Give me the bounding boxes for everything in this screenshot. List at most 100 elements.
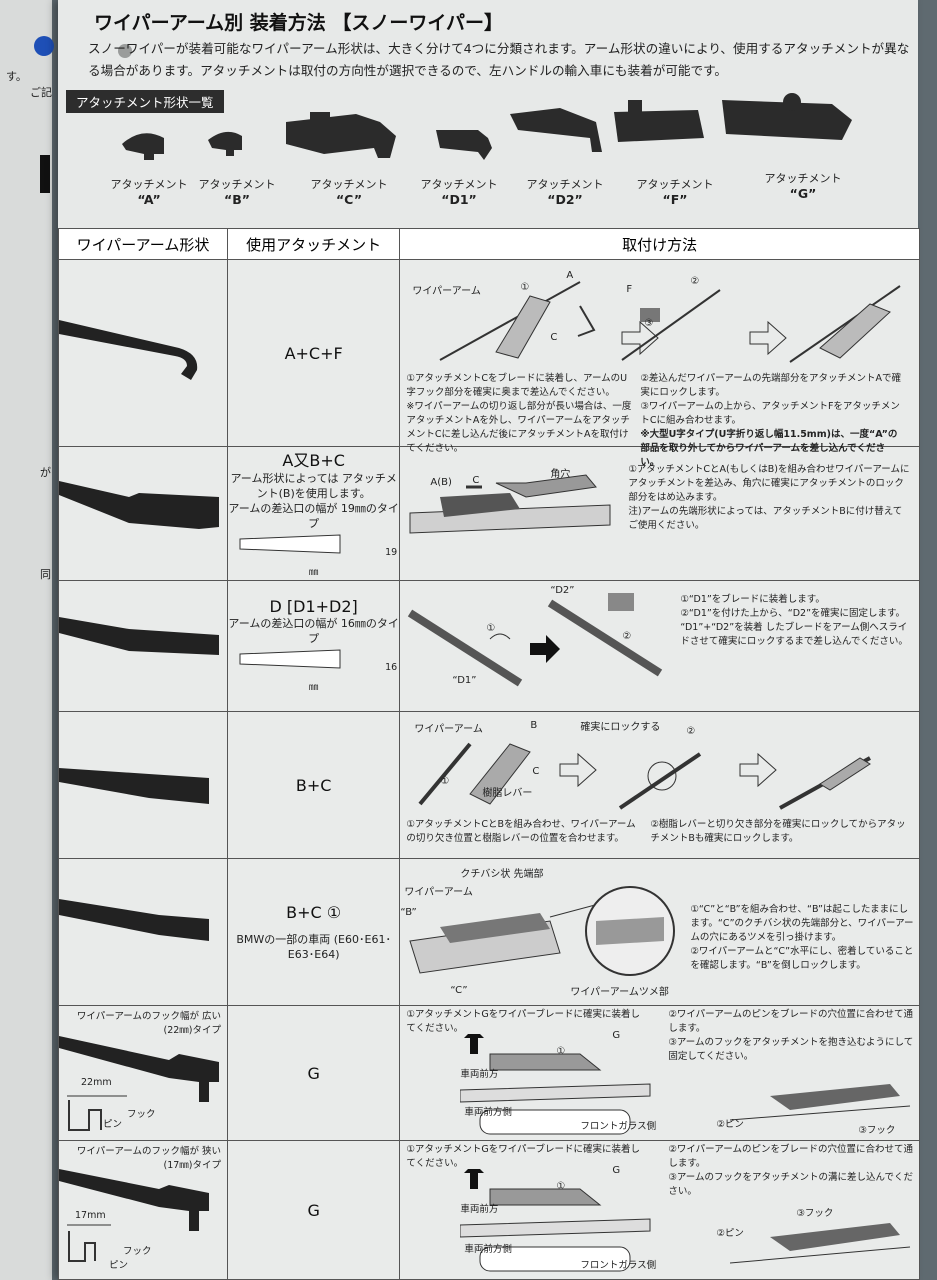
attachment-d2-icon	[510, 108, 602, 152]
attachment-c-icon	[286, 112, 396, 158]
page-mark	[40, 155, 50, 193]
width-note: アームの差込口の幅が 19㎜のタイプ	[228, 502, 399, 530]
step-notes: ①アタッチメントCとBを組み合わせ、ワイパーアームの切り欠き位置と樹脂レバーの位…	[406, 819, 636, 844]
diagram-label: 樹脂レバー	[482, 788, 533, 799]
diagram-label: ワイパーアームツメ部	[570, 987, 669, 998]
attachment-note: アーム形状によっては アタッチメント(B)を使用します。	[230, 472, 397, 500]
diagram-label: ①	[440, 776, 450, 787]
diagram-label: B	[530, 720, 538, 731]
arm-note: ワイパーアームのフック幅が 広い(22㎜)タイプ	[76, 1011, 221, 1036]
install-diagram	[408, 593, 663, 687]
width-diagram	[239, 534, 341, 554]
attachment-shapes	[122, 93, 852, 160]
install-diagram	[439, 281, 901, 363]
diagram-label: フロントガラス側	[580, 1260, 657, 1271]
attachment-combo: D [D1+D2]	[269, 597, 358, 616]
arm-shape-cell	[58, 858, 228, 1006]
diagram-label: ②	[690, 276, 700, 287]
table-row: ワイパーアームのフック幅が 広い(22㎜)タイプ 22mm ピン フック G ①…	[58, 1005, 920, 1141]
diagram-label: ③	[644, 318, 654, 329]
diagram-label: ワイパーアーム	[414, 724, 483, 735]
attachment-heading: アタッチメント形状一覧	[66, 90, 224, 113]
adjacent-page: す。 ご記 が 同	[0, 0, 52, 1280]
hook-arm-22-icon	[59, 1036, 219, 1131]
attachment-d1: アタッチメント“D1”	[420, 178, 498, 207]
diagram-label: ①	[556, 1046, 566, 1057]
diagram-label: A	[566, 270, 574, 281]
step-notes: ②差込んだワイパーアームの先端部分をアタッチメントAで確実にロックします。 ③ワ…	[640, 373, 901, 468]
diagram-label: ③フック	[796, 1208, 834, 1219]
attachment-d2: アタッチメント“D2”	[526, 178, 604, 207]
install-diagram	[730, 1084, 911, 1121]
attachment-combo: B+C ①	[286, 902, 342, 922]
install-diagram	[460, 1169, 651, 1272]
intro-text: スノーワイパーが装着可能なワイパーアーム形状は、大きく分けて4つに分類されます。…	[88, 41, 910, 78]
dimension-label: 17mm	[75, 1210, 106, 1221]
method-cell: ワイパーアーム ① A C F ② ③ ①アタッチメントCをブレードに装着し、ア…	[399, 259, 920, 468]
attachment-f-icon	[614, 100, 704, 142]
diagram-label: C	[472, 474, 480, 486]
header-attachment: 使用アタッチメント	[226, 228, 401, 260]
diagram-label: ②ピン	[716, 1119, 744, 1130]
arm-shape-cell: ワイパーアームのフック幅が 広い(22㎜)タイプ 22mm ピン フック	[58, 1005, 228, 1141]
diagram-label: ①	[556, 1181, 566, 1192]
installation-table: ワイパーアーム形状 使用アタッチメント 取付け方法 A+C+F	[58, 228, 920, 1280]
arm-shape-cell: ワイパーアームのフック幅が 狭い(17㎜)タイプ 17mm フック ピン	[58, 1140, 228, 1280]
arm-shape-cell	[58, 711, 228, 859]
diagram-label: ピン	[109, 1260, 129, 1271]
arm-shape-cell	[58, 259, 228, 447]
step-notes: ①“C”と“B”を組み合わせ、“B”は起こしたままにします。“C”のクチバシ状の…	[690, 904, 914, 971]
attachment-cell: D [D1+D2] アームの差込口の幅が 16㎜のタイプ 16㎜	[226, 580, 401, 712]
table-header: ワイパーアーム形状 使用アタッチメント 取付け方法	[58, 228, 920, 260]
table-row: B+C ① BMWの一部の車両 (E60･E61･E63･E64) クチバシ状 …	[58, 858, 920, 1006]
table-row: D [D1+D2] アームの差込口の幅が 16㎜のタイプ 16㎜ “D2” “D…	[58, 580, 920, 712]
step-notes: ①アタッチメントCをブレードに装着し、アームのU字フック部分を確実に奥まで差込ん…	[406, 373, 632, 454]
diagram-label: ②	[622, 631, 632, 642]
diagram-label: ピン	[103, 1119, 123, 1130]
bmw-arm-icon	[59, 899, 209, 941]
method-cell: “D2” “D1” ① ② ①“D1”をブレードに装着します。 ②“D1”を付け…	[399, 580, 920, 712]
attachment-b-icon	[208, 131, 242, 156]
step-notes: ①“D1”をブレードに装着します。 ②“D1”を付けた上から、“D2”を確実に固…	[680, 594, 908, 647]
attachment-cell: G	[226, 1140, 401, 1280]
table-row: A又B+C アーム形状によっては アタッチメント(B)を使用します。 アームの差…	[58, 446, 920, 581]
page-fragment: が	[40, 466, 51, 479]
step-notes: ②樹脂レバーと切り欠き部分を確実にロックしてからアタッチメントBも確実にロックし…	[650, 819, 906, 844]
diagram-label: G	[612, 1165, 621, 1176]
attachment-a: アタッチメント“A”	[110, 178, 188, 207]
diagram-label: フック	[123, 1246, 152, 1257]
table-row: B+C ワイパーアーム B C ① 樹脂レバー 確実にロックする	[58, 711, 920, 859]
dimension-label: 19㎜	[308, 547, 398, 578]
attachment-g: アタッチメント“G”	[764, 172, 842, 201]
side-lock-arm-icon	[59, 768, 209, 804]
attachment-cell: A又B+C アーム形状によっては アタッチメント(B)を使用します。 アームの差…	[226, 446, 401, 581]
attachment-combo: G	[307, 1200, 320, 1220]
header-method: 取付け方法	[399, 228, 920, 260]
attachment-g-icon	[722, 93, 852, 140]
diagram-label: ①	[486, 623, 496, 634]
arm-note: ワイパーアームのフック幅が 狭い(17㎜)タイプ	[76, 1146, 221, 1171]
diagram-label: “C”	[450, 985, 468, 996]
method-cell: ①アタッチメントGをワイパーブレードに確実に装着してください。 G ① 車両前方…	[399, 1140, 920, 1280]
width-diagram	[239, 649, 341, 669]
install-diagram	[409, 473, 611, 534]
attachment-cell: B+C	[226, 711, 401, 859]
attachment-cell: A+C+F	[226, 259, 401, 447]
diagram-label: ①	[520, 282, 530, 293]
method-cell: A(B) C 角穴 ①アタッチメントCとA(もしくはB)を組み合わせワイパーアー…	[399, 446, 920, 581]
diagram-label: G	[612, 1030, 621, 1041]
diagram-label: A(B)	[430, 476, 452, 488]
diagram-label: クチバシ状 先端部	[460, 869, 544, 880]
page-title: ワイパーアーム別 装着方法 【スノーワイパー】	[94, 12, 504, 34]
diagram-label: 車両前方側	[464, 1244, 512, 1255]
table-row: ワイパーアームのフック幅が 狭い(17㎜)タイプ 17mm フック ピン G ①…	[58, 1140, 920, 1280]
attachment-b: アタッチメント“B”	[198, 178, 276, 207]
method-cell: クチバシ状 先端部 ワイパーアーム “B” “C” ワイパーアームツメ部 ①“C…	[399, 858, 920, 1006]
arm-shape-cell	[58, 446, 228, 581]
attachment-c: アタッチメント“C”	[310, 178, 388, 207]
attachment-d1-icon	[436, 130, 492, 160]
diagram-label: C	[532, 766, 540, 777]
hook-arm-17-icon	[59, 1169, 209, 1262]
header-arm-shape: ワイパーアーム形状	[58, 228, 228, 260]
dimension-label: 16㎜	[308, 662, 398, 693]
